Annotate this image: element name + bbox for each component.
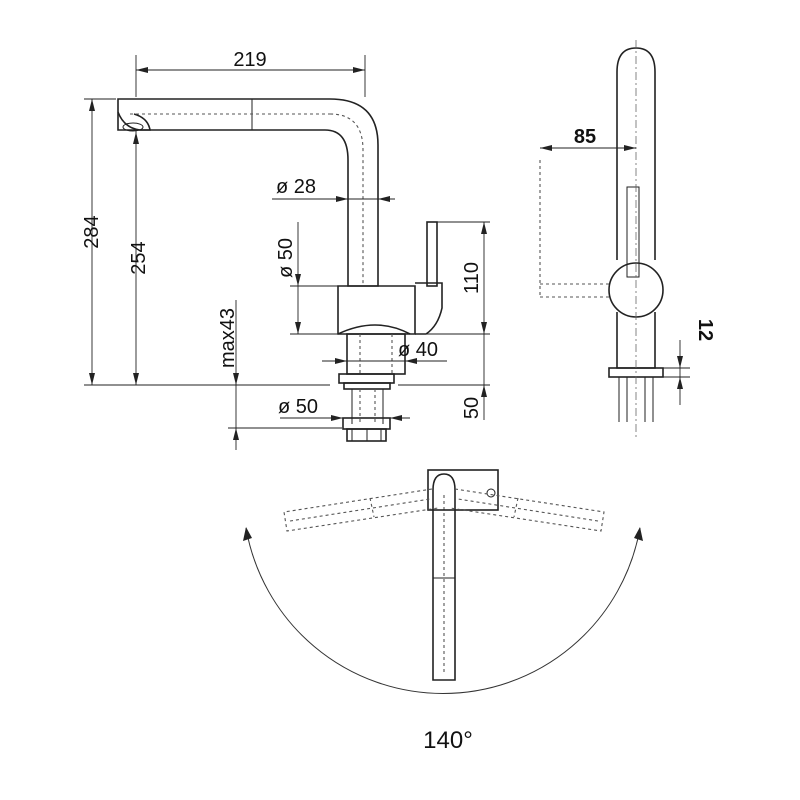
dim-label-50: 50 — [461, 397, 483, 419]
dim-countertop: max43 — [217, 300, 342, 450]
dim-label-284: 284 — [81, 215, 103, 248]
dim-label-12: 12 — [694, 319, 716, 341]
dim-total-height: 284 — [81, 98, 330, 386]
dim-label-219: 219 — [233, 49, 266, 71]
swivel-right — [449, 488, 605, 532]
dim-label-254: 254 — [128, 241, 150, 274]
dim-body-diameter: ø 50 — [275, 222, 338, 335]
dim-label-110: 110 — [461, 262, 483, 294]
front-view: 219 284 254 ø 28 — [81, 49, 490, 450]
dim-label-85: 85 — [574, 126, 596, 148]
side-view: 85 12 — [539, 40, 716, 440]
dim-label-d40: ø 40 — [398, 339, 438, 361]
dim-label-max43: max43 — [217, 308, 239, 368]
swivel-left — [283, 488, 439, 532]
top-view: 140° — [243, 469, 643, 754]
dim-label-d50-body: ø 50 — [275, 238, 297, 278]
dim-side-reach: 85 — [540, 126, 636, 151]
dim-label-d50-shank: ø 50 — [278, 396, 318, 418]
dim-spout-reach: 219 — [135, 49, 366, 97]
base-and-shank — [338, 373, 395, 442]
dim-base-diameter: ø 40 — [322, 339, 447, 364]
dim-lever-offset: 12 — [660, 319, 716, 405]
dim-shank-diameter: ø 50 — [278, 396, 410, 421]
dim-spout-diameter: ø 28 — [272, 176, 395, 202]
dim-label-d28: ø 28 — [276, 176, 316, 198]
dim-body-height: 110 — [420, 221, 490, 335]
swivel-angle-label: 140° — [423, 727, 473, 754]
dim-shank-length: 50 — [398, 334, 490, 420]
dim-spout-height: 254 — [128, 130, 150, 385]
spout — [117, 98, 379, 287]
